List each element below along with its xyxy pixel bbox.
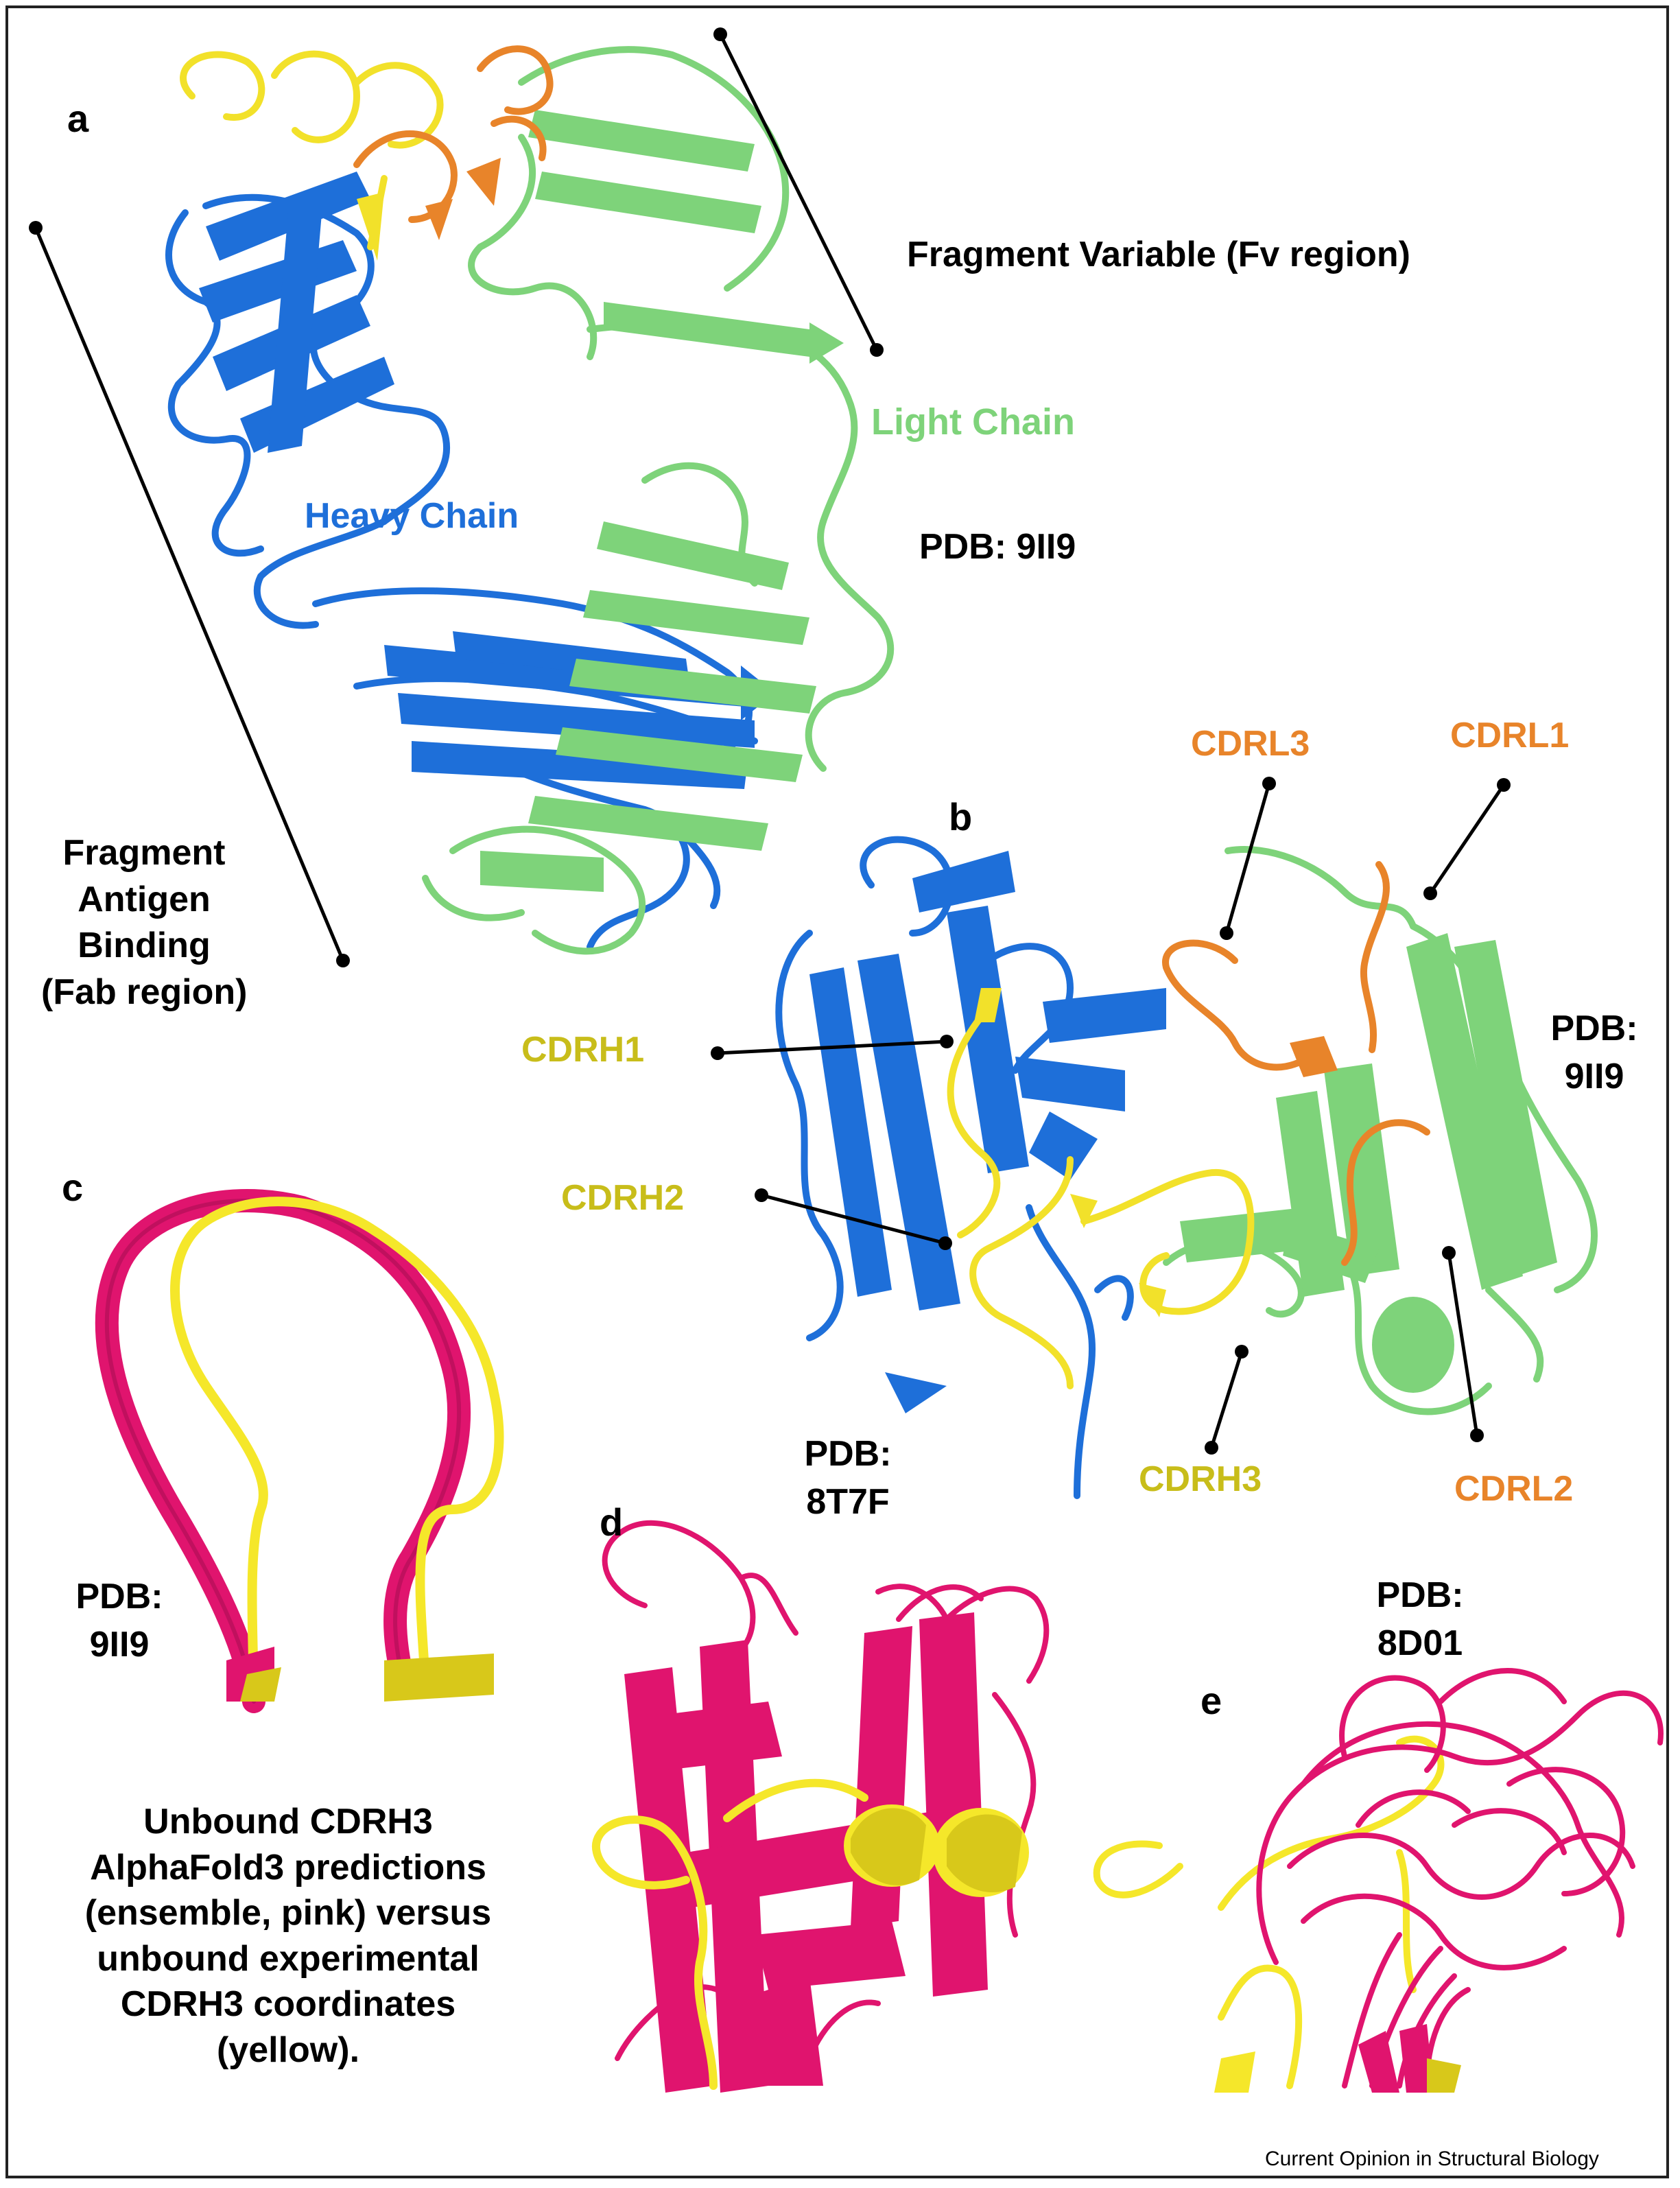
fab-line-4: (Fab region) <box>41 972 248 1012</box>
fab-line-3: Binding <box>78 926 211 966</box>
panel-a-cdr-heavy-strand <box>357 192 384 261</box>
caption-line-3: (ensemble, pink) versus <box>84 1893 492 1933</box>
panel-b-pdb-right-line-1: PDB: <box>1550 1009 1638 1048</box>
light-chain-label: Light Chain <box>871 401 1075 443</box>
caption-line-1: Unbound CDRH3 <box>143 1802 433 1842</box>
fv-bracket-dot-top <box>713 27 727 41</box>
panel-label-d: d <box>600 1501 624 1544</box>
panel-e-pdb-line-2: 8D01 <box>1377 1623 1463 1664</box>
journal-credit: Current Opinion in Structural Biology <box>1265 2148 1599 2170</box>
panel-c-pdb-line-2: 9II9 <box>89 1625 150 1665</box>
cdrh1-leader <box>717 1039 947 1055</box>
panel-e-pdb-line-1: PDB: <box>1376 1575 1464 1615</box>
cdrh3-label: CDRH3 <box>1139 1459 1262 1499</box>
cdrl2-leader <box>1447 1252 1479 1436</box>
caption-line-5: CDRH3 coordinates <box>120 1984 456 2025</box>
panel-a-pdb-label: PDB: 9II9 <box>919 527 1076 567</box>
panel-c-structure <box>95 1189 504 1713</box>
panel-b-pdb-left-line-2: 8T7F <box>806 1482 890 1522</box>
cdrh2-leader <box>761 1193 946 1245</box>
panel-b-pdb-left-line-1: PDB: <box>804 1434 892 1474</box>
cdrl3-label: CDRL3 <box>1191 724 1310 764</box>
caption-line-2: AlphaFold3 predictions <box>90 1847 486 1887</box>
panel-label-e: e <box>1200 1679 1222 1722</box>
fv-bracket-line <box>718 33 879 351</box>
heavy-chain-label: Heavy Chain <box>305 496 519 536</box>
panel-b-pdb-right: PDB: 9II9 <box>1546 1004 1642 1101</box>
panel-b-pdb-left: PDB: 8T7F <box>772 1430 923 1526</box>
cdrh1-label: CDRH1 <box>521 1030 645 1070</box>
caption-line-4: unbound experimental <box>97 1938 480 1979</box>
cdrl3-leader <box>1224 783 1271 934</box>
caption-line-6: (yellow). <box>216 2030 360 2070</box>
panel-e-structure <box>1093 1668 1664 2093</box>
panel-label-a: a <box>67 97 89 140</box>
panel-label-c: c <box>62 1166 84 1209</box>
cdrh3-leader <box>1209 1351 1244 1448</box>
fab-line-1: Fragment <box>62 833 226 873</box>
cdrh2-label: CDRH2 <box>561 1178 685 1218</box>
panel-a-cdr-light-strand-2 <box>425 199 453 240</box>
cdrl1-leader <box>1428 784 1506 895</box>
fv-region-label: Fragment Variable (Fv region) <box>907 235 1410 274</box>
light-chain-strands <box>480 110 844 892</box>
heavy-chain-strands <box>199 172 775 789</box>
cdrl1-label: CDRL1 <box>1450 716 1570 755</box>
panel-c-caption: Unbound CDRH3 AlphaFold3 predictions (en… <box>62 1799 514 2073</box>
panel-c-pdb: PDB: 9II9 <box>51 1573 188 1669</box>
panel-b-pdb-right-line-2: 9II9 <box>1564 1057 1624 1097</box>
fab-bracket-dot-bottom <box>336 954 350 967</box>
panel-b-structure <box>711 777 1598 1499</box>
fab-region-label: Fragment Antigen Binding (Fab region) <box>41 830 247 1015</box>
figure-frame <box>5 5 1669 2178</box>
panel-c-pdb-line-1: PDB: <box>75 1577 163 1616</box>
fv-bracket-dot-bottom <box>870 343 884 357</box>
panel-d-structure <box>591 1520 1050 2093</box>
fab-bracket-dot-top <box>29 221 43 235</box>
panel-a-structure <box>29 27 895 967</box>
panel-label-b: b <box>949 795 973 838</box>
panel-e-pdb: PDB: 8D01 <box>1338 1571 1502 1667</box>
fab-bracket-line <box>34 227 345 961</box>
cdrl2-label: CDRL2 <box>1454 1469 1574 1509</box>
panel-a-cdr-light-strand <box>466 158 501 206</box>
fab-line-2: Antigen <box>78 879 211 919</box>
